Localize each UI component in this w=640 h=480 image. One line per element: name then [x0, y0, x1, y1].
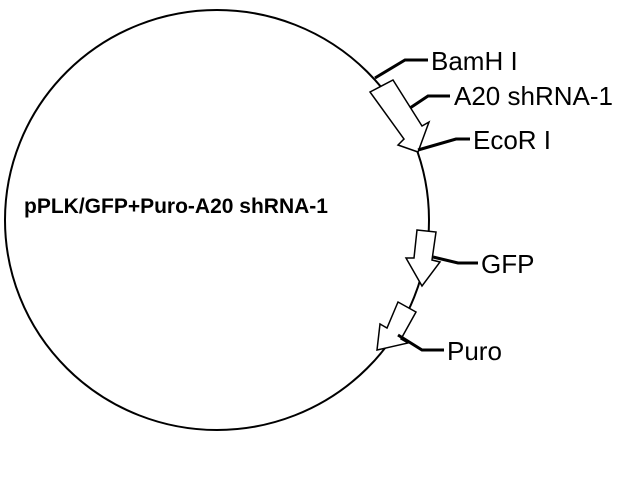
puro-leader-line — [397, 333, 444, 352]
plasmid-backbone-circle — [4, 9, 430, 431]
puro-label: Puro — [447, 336, 502, 366]
bamh1-label: BamH I — [431, 46, 518, 76]
shrna-insert-arrow — [368, 79, 431, 153]
shrna-leader-line — [409, 94, 450, 110]
gfp-arrow — [404, 229, 442, 288]
shrna-label: A20 shRNA-1 — [454, 81, 613, 111]
puro-arrow — [376, 300, 418, 351]
gfp-label: GFP — [481, 249, 534, 279]
gfp-leader-line — [432, 255, 478, 265]
ecor1-leader-line — [417, 137, 470, 152]
ecor1-label: EcoR I — [473, 125, 551, 155]
bamh1-leader-line — [374, 58, 428, 80]
plasmid-name: pPLK/GFP+Puro-A20 shRNA-1 — [24, 195, 328, 218]
